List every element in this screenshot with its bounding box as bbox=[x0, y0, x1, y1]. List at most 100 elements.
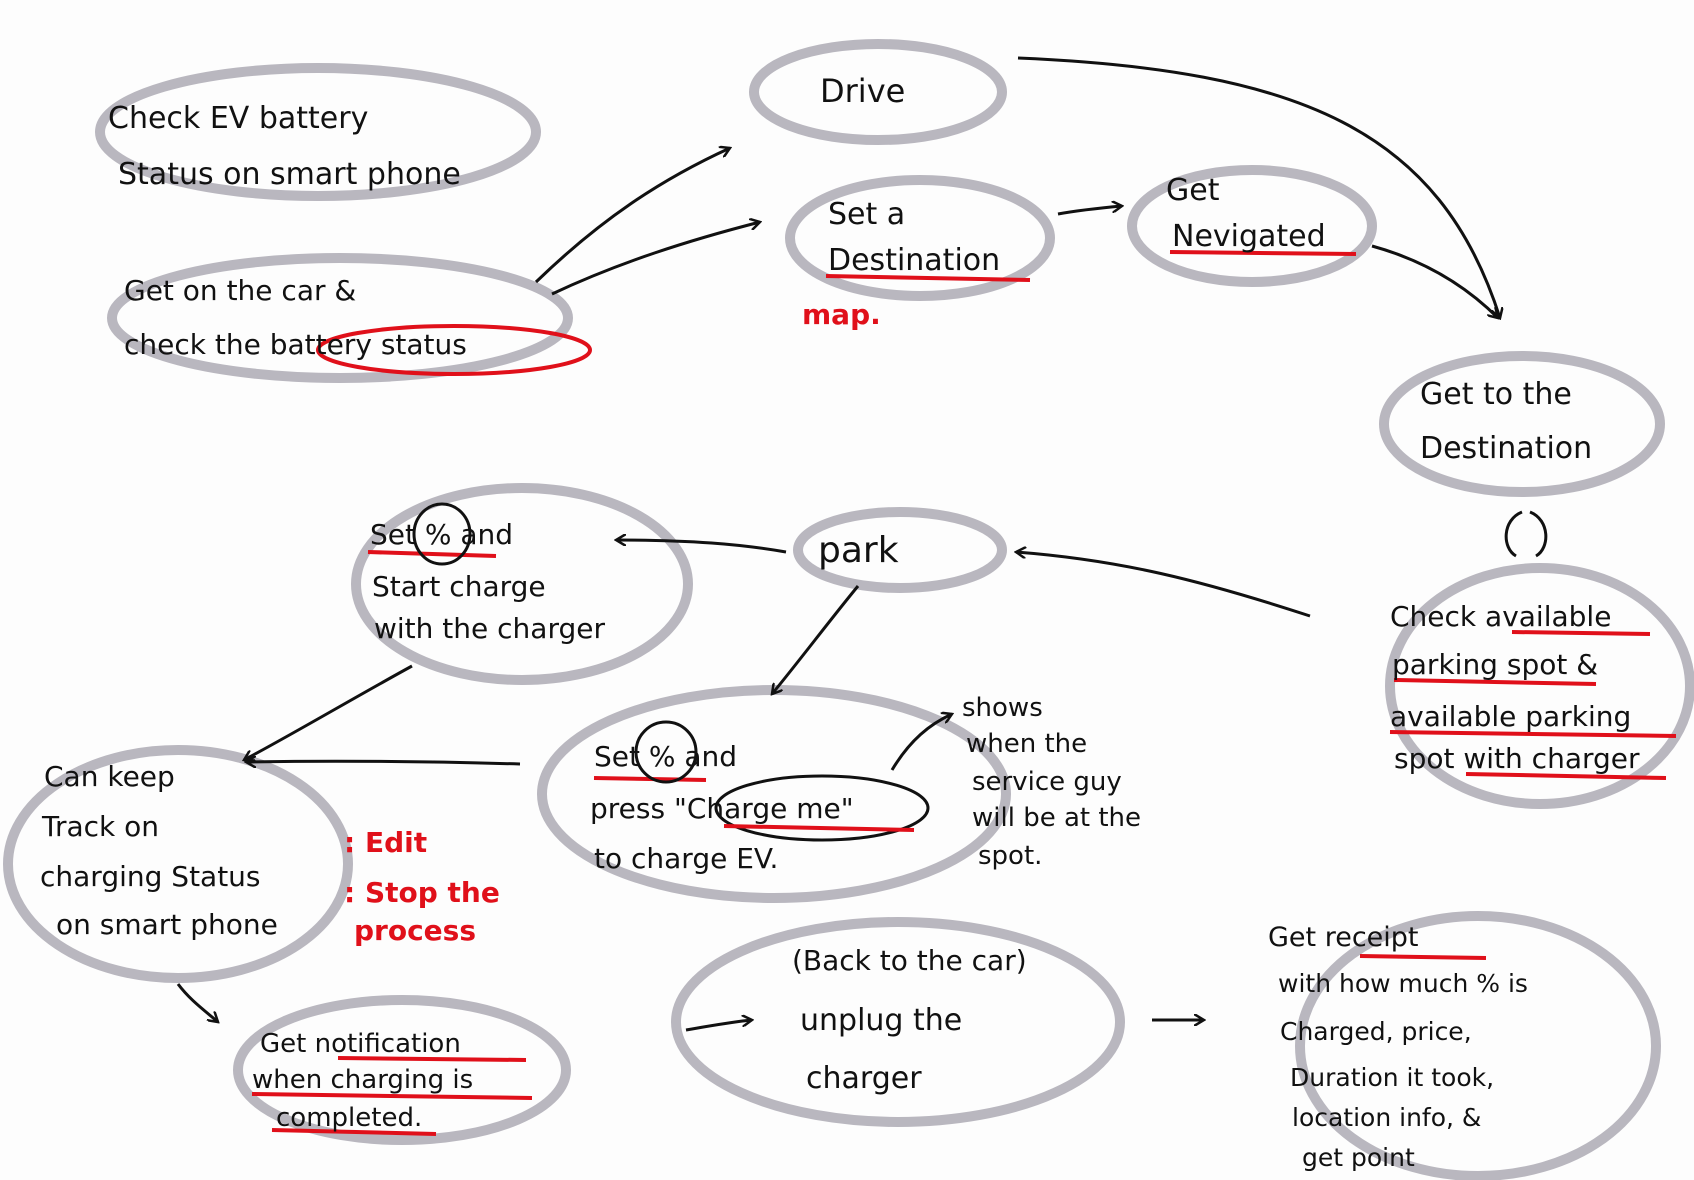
node-text-line: park bbox=[818, 530, 899, 571]
note-shows-line: service guy bbox=[972, 767, 1122, 797]
node-text-line: press "Charge me" bbox=[590, 792, 854, 825]
underline-completed bbox=[271, 1128, 437, 1136]
bubble-get-to-destination bbox=[1379, 351, 1665, 497]
arrow-keeptrack-to-notification bbox=[176, 983, 218, 1022]
node-set-destination: Set a Destination bbox=[828, 197, 1000, 278]
node-text-line: available parking bbox=[1390, 700, 1631, 733]
node-set-start-charge: Set % and Start charge with the charger bbox=[370, 518, 605, 645]
arrow-park-to-setstart bbox=[616, 540, 787, 554]
underline-nevigated bbox=[1169, 250, 1357, 256]
arrow-getoncar-to-drive bbox=[534, 148, 730, 284]
bubble-unplug bbox=[671, 917, 1125, 1127]
bubble-park bbox=[793, 507, 1007, 593]
ring-charge-me bbox=[714, 774, 930, 842]
node-set-charge-me: Set % and press "Charge me" to charge EV… bbox=[590, 740, 854, 875]
node-text-line: Get bbox=[1166, 173, 1220, 208]
node-text-line: Check EV battery bbox=[108, 101, 368, 136]
node-get-notification: Get notification when charging is comple… bbox=[252, 1029, 473, 1133]
node-text-line: check the battery status bbox=[124, 328, 467, 361]
node-get-on-car: Get on the car & check the battery statu… bbox=[124, 274, 467, 361]
underline-parking-spot bbox=[1393, 678, 1597, 686]
note-stop-line: process bbox=[354, 914, 476, 947]
node-unplug: (Back to the car) unplug the charger bbox=[792, 944, 1027, 1096]
bubble-check-ev-battery bbox=[95, 63, 541, 201]
underline-available-parking bbox=[1389, 730, 1677, 738]
note-shows: shows when the service guy will be at th… bbox=[962, 693, 1141, 871]
bubble-get-navigated bbox=[1127, 165, 1377, 287]
underline-available-1 bbox=[1511, 630, 1651, 636]
node-text-line: parking spot & bbox=[1392, 648, 1598, 681]
underline-with-charger bbox=[1465, 772, 1667, 780]
node-text-line: Start charge bbox=[372, 570, 546, 603]
node-check-parking: Check available parking spot & available… bbox=[1390, 600, 1640, 775]
underline-when-charging bbox=[251, 1092, 533, 1100]
node-keep-track: Can keep Track on charging Status on sma… bbox=[40, 760, 278, 941]
node-text-line: Destination bbox=[828, 243, 1000, 278]
arrow-drive-to-destination bbox=[1017, 56, 1500, 318]
arrow-chargeme-to-shows bbox=[890, 714, 952, 771]
node-text-line: Status on smart phone bbox=[118, 157, 461, 192]
node-text-line: Check available bbox=[1390, 600, 1611, 633]
note-shows-line: shows bbox=[962, 693, 1043, 723]
node-text-line: Get on the car & bbox=[124, 274, 356, 307]
note-shows-line: spot. bbox=[978, 841, 1042, 871]
ring-battery-status bbox=[316, 324, 592, 376]
bubble-set-start-charge bbox=[351, 483, 693, 685]
node-drive: Drive bbox=[820, 72, 905, 110]
arrow-notification-to-unplug bbox=[685, 1020, 752, 1032]
node-text-line: get point bbox=[1302, 1143, 1415, 1172]
node-text-line: Get receipt bbox=[1268, 922, 1419, 953]
node-text-line: location info, & bbox=[1292, 1103, 1481, 1132]
node-text-line: Charged, price, bbox=[1280, 1017, 1472, 1046]
node-text-line: Track on bbox=[41, 810, 159, 843]
underline-receipt bbox=[1359, 954, 1487, 960]
node-receipt: Get receipt with how much % is Charged, … bbox=[1268, 922, 1528, 1172]
arrow-parking-to-park bbox=[1016, 552, 1311, 618]
arrow-getoncar-to-setdest bbox=[551, 222, 760, 296]
node-text-line: completed. bbox=[276, 1103, 422, 1133]
node-text-line: charger bbox=[806, 1061, 922, 1096]
arrow-navigated-to-destination bbox=[1371, 244, 1498, 318]
node-text-line: on smart phone bbox=[56, 908, 278, 941]
arrow-chargeme-to-keeptrack bbox=[246, 761, 521, 764]
node-park: park bbox=[818, 530, 899, 571]
underline-charge-me bbox=[723, 824, 915, 832]
bubble-receipt bbox=[1295, 911, 1661, 1180]
node-text-line: with the charger bbox=[374, 612, 605, 645]
underline-notification bbox=[337, 1056, 527, 1062]
node-get-to-destination: Get to the Destination bbox=[1420, 377, 1592, 466]
bubble-set-destination bbox=[785, 175, 1055, 301]
node-text-line: spot with charger bbox=[1394, 742, 1640, 775]
node-text-line: Get to the bbox=[1420, 377, 1572, 412]
node-text-line: Set % and bbox=[594, 740, 737, 773]
node-text-line: with how much % is bbox=[1278, 969, 1528, 998]
node-text-line: Duration it took, bbox=[1290, 1063, 1494, 1092]
node-text-line: Destination bbox=[1420, 431, 1592, 466]
node-text-line: Nevigated bbox=[1172, 219, 1326, 254]
node-text-line: Get notification bbox=[260, 1029, 461, 1059]
node-text-line: Drive bbox=[820, 72, 905, 110]
node-check-ev-battery: Check EV battery Status on smart phone bbox=[108, 101, 461, 192]
bubble-get-notification bbox=[233, 995, 571, 1145]
note-shows-line: will be at the bbox=[972, 803, 1141, 833]
ring-percent-1 bbox=[412, 502, 472, 566]
bubble-check-parking bbox=[1385, 563, 1694, 809]
node-text-line: Set % and bbox=[370, 518, 513, 551]
node-text-line: unplug the bbox=[800, 1003, 962, 1038]
node-text-line: to charge EV. bbox=[594, 842, 778, 875]
node-text-line: when charging is bbox=[252, 1065, 473, 1095]
bubble-get-on-car bbox=[107, 253, 573, 383]
note-map: map. bbox=[802, 298, 881, 331]
node-text-line: Can keep bbox=[44, 760, 175, 793]
node-get-navigated: Get Nevigated bbox=[1166, 173, 1326, 254]
node-text-line: charging Status bbox=[40, 860, 261, 893]
arrow-setdest-to-navigated bbox=[1057, 206, 1122, 216]
note-stop-line: : Stop the bbox=[344, 876, 500, 909]
arrow-cycle-destination-parking bbox=[1504, 510, 1548, 558]
node-text-line: (Back to the car) bbox=[792, 944, 1027, 977]
bubble-drive bbox=[749, 39, 1007, 145]
note-edit: : Edit bbox=[344, 826, 427, 859]
node-text-line: Set a bbox=[828, 197, 905, 232]
note-shows-line: when the bbox=[966, 729, 1087, 759]
